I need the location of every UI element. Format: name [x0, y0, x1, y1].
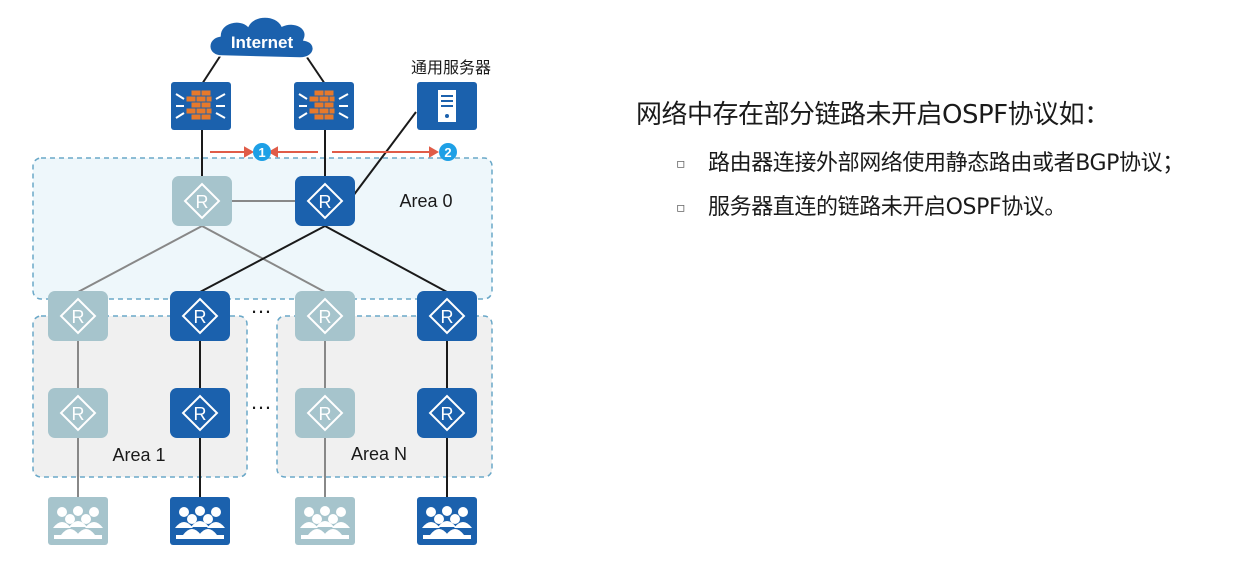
user-group-icon	[48, 497, 108, 545]
router-icon: R	[172, 176, 232, 226]
area0-label: Area 0	[399, 191, 452, 211]
router-icon: R	[48, 388, 108, 438]
internet-label: Internet	[231, 33, 294, 52]
firewall-icon	[294, 82, 354, 130]
router-icon: R	[170, 388, 230, 438]
bullet-text: 服务器直连的链路未开启OSPF协议。	[708, 195, 1067, 220]
svg-text:R: R	[194, 307, 207, 327]
text-panel: 网络中存在部分链路未开启OSPF协议如： ▫ 路由器连接外部网络使用静态路由或者…	[636, 95, 1251, 237]
firewall-icon	[171, 82, 231, 130]
svg-text:R: R	[319, 192, 332, 212]
user-group-icon	[417, 497, 477, 545]
network-diagram: 1 2 Internet	[32, 16, 493, 545]
marker-1-label: 1	[258, 145, 265, 160]
bullet-marker-icon: ▫	[676, 200, 686, 216]
router-icon: R	[295, 388, 355, 438]
svg-text:R: R	[194, 404, 207, 424]
marker-1: 1	[253, 143, 271, 161]
bullet-list: ▫ 路由器连接外部网络使用静态路由或者BGP协议； ▫ 服务器直连的链路未开启O…	[636, 149, 1251, 223]
router-icon: R	[48, 291, 108, 341]
svg-text:R: R	[72, 307, 85, 327]
bullet-text: 路由器连接外部网络使用静态路由或者BGP协议；	[708, 151, 1184, 176]
svg-text:R: R	[72, 404, 85, 424]
server-icon	[417, 82, 477, 130]
marker-2-label: 2	[444, 145, 451, 160]
area1-label: Area 1	[112, 445, 165, 465]
marker-2: 2	[439, 143, 457, 161]
user-group-icon	[170, 497, 230, 545]
areaN-label: Area N	[351, 444, 407, 464]
svg-text:R: R	[319, 307, 332, 327]
arrows	[210, 146, 440, 158]
user-group-icon	[295, 497, 355, 545]
router-icon: R	[417, 291, 477, 341]
svg-text:R: R	[441, 307, 454, 327]
bullet-marker-icon: ▫	[676, 156, 686, 172]
svg-text:R: R	[319, 404, 332, 424]
links	[77, 43, 448, 498]
heading: 网络中存在部分链路未开启OSPF协议如：	[636, 100, 1110, 130]
ellipsis-middle: …	[250, 389, 272, 414]
svg-text:R: R	[196, 192, 209, 212]
server-label: 通用服务器	[411, 59, 491, 77]
cloud-icon: Internet	[209, 16, 314, 59]
router-icon: R	[295, 291, 355, 341]
bullet-item: ▫ 服务器直连的链路未开启OSPF协议。	[636, 193, 1251, 223]
router-icon: R	[295, 176, 355, 226]
bullet-item: ▫ 路由器连接外部网络使用静态路由或者BGP协议；	[636, 149, 1251, 179]
ellipsis-top: …	[250, 293, 272, 318]
svg-text:R: R	[441, 404, 454, 424]
router-icon: R	[170, 291, 230, 341]
area0-region	[32, 157, 493, 300]
router-icon: R	[417, 388, 477, 438]
